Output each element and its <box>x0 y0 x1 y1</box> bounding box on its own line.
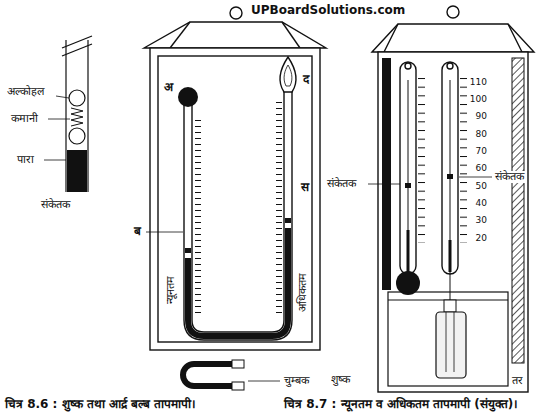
magnet <box>183 360 280 390</box>
caption: चित्र 8.7 : न्यूनतम व अधिकतम तापमापी (सं… <box>283 398 519 412</box>
scale-number: 50 <box>475 181 488 191</box>
part-label: अल्कोहल <box>6 86 45 99</box>
scale-number: 40 <box>475 198 488 208</box>
part-label: तर <box>511 375 524 388</box>
scale-number: 60 <box>475 163 488 173</box>
part-label: चुम्बक <box>283 375 310 388</box>
scale-number: 70 <box>475 146 488 156</box>
part-label: कमानी <box>10 113 39 126</box>
callout-letter: ब <box>133 225 142 239</box>
combined-thermometer <box>368 6 534 392</box>
caption: चित्र 8.6 : शुष्क तथा आर्द्र बल्ब तापमाप… <box>4 398 197 412</box>
part-label: संकेतक <box>494 171 525 184</box>
callout-letter: स <box>300 181 310 195</box>
index-inset <box>44 36 92 192</box>
six-thermometer <box>144 7 326 350</box>
watermark: UPBoardSolutions.com <box>250 4 406 18</box>
scale-number: 80 <box>475 129 488 139</box>
scale-number: 20 <box>475 233 488 243</box>
scale-number: 110 <box>469 77 488 87</box>
callout-letter: अ <box>163 81 174 95</box>
scale-label: अधिकतम <box>297 271 310 312</box>
scale-number: 30 <box>475 215 488 225</box>
callout-letter: द <box>302 73 310 87</box>
scale-number: 100 <box>469 94 488 104</box>
part-label: संकेतक <box>40 199 71 212</box>
part-label: पारा <box>16 154 35 167</box>
part-label: शुष्क <box>330 374 351 387</box>
scale-label: न्यूनतम <box>165 275 178 305</box>
scale-number: 90 <box>475 111 488 121</box>
part-label: संकेतक <box>326 178 357 191</box>
